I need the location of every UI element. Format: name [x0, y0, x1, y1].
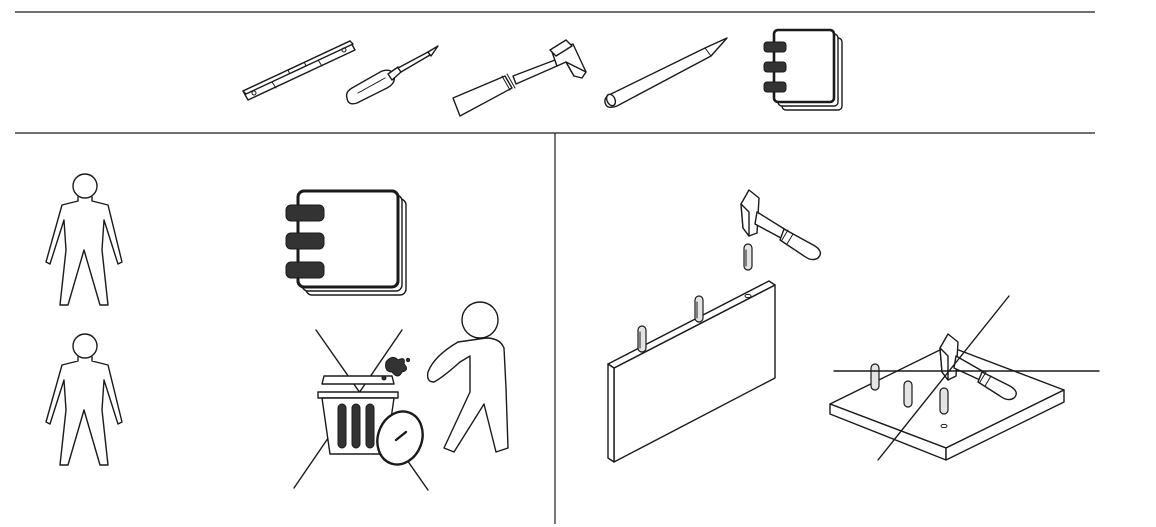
dowel [743, 243, 753, 271]
manual-booklet-icon [763, 28, 843, 111]
screwdriver-icon [345, 45, 439, 105]
not-allowed-cross [833, 295, 1100, 461]
hammer-icon [740, 189, 822, 261]
do-not-dispose-icon [293, 329, 429, 491]
dowel [939, 387, 949, 415]
two-person-required [45, 173, 123, 466]
panel-with-dowels [607, 243, 776, 463]
spirit-level-icon [242, 40, 356, 101]
dowel [637, 325, 647, 353]
person-icon [45, 333, 123, 466]
manual-booklet-icon [285, 189, 407, 296]
dowel [903, 380, 913, 408]
pencil-icon [604, 37, 728, 109]
hammer-icon [452, 39, 587, 117]
person-icon [45, 173, 123, 306]
person-icon [426, 301, 509, 453]
dowel [870, 363, 880, 391]
dowel [694, 295, 704, 323]
hammer-icon [939, 333, 1017, 401]
tools-row [242, 28, 843, 117]
